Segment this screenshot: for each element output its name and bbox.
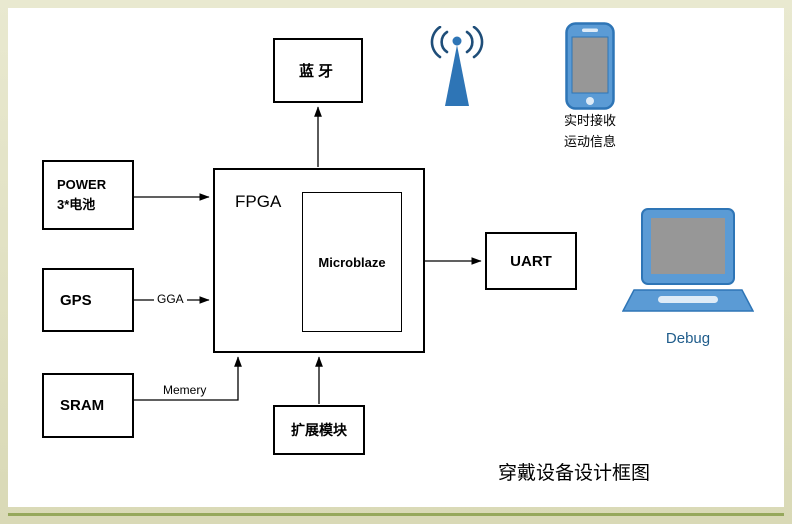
node-bluetooth: 蓝牙	[273, 38, 363, 103]
edge-label-gga: GGA	[154, 292, 187, 306]
uart-label: UART	[510, 252, 552, 270]
node-microblaze: Microblaze	[302, 192, 402, 332]
power-label-line1: POWER	[57, 176, 107, 192]
sram-label: SRAM	[60, 397, 105, 414]
laptop-icon	[622, 208, 754, 312]
debug-label: Debug	[665, 330, 711, 347]
fpga-label: FPGA	[235, 192, 282, 211]
smartphone-icon	[565, 22, 615, 110]
node-sram: SRAM	[42, 373, 134, 438]
node-gps: GPS	[42, 268, 134, 332]
expansion-label: 扩展模块	[291, 422, 347, 438]
bottom-accent-line	[8, 513, 784, 516]
diagram-canvas: 蓝牙 POWER 3*电池 GPS SRAM FPGA Microblaze U…	[8, 8, 784, 507]
edge-label-memory: Memery	[160, 383, 210, 397]
bluetooth-label: 蓝牙	[298, 63, 337, 80]
antenna-icon	[430, 26, 484, 106]
phone-caption-line1: 实时接收	[563, 113, 616, 128]
phone-caption: 实时接收 运动信息	[554, 110, 626, 153]
microblaze-label: Microblaze	[318, 254, 386, 270]
gps-label: GPS	[60, 291, 92, 309]
node-uart: UART	[485, 232, 577, 290]
power-label-line2: 3*电池	[57, 197, 96, 212]
node-power: POWER 3*电池	[42, 160, 134, 230]
node-expansion: 扩展模块	[273, 405, 365, 455]
node-fpga: FPGA Microblaze	[213, 168, 425, 353]
phone-caption-line2: 运动信息	[563, 134, 616, 150]
diagram-title: 穿戴设备设计框图	[498, 463, 651, 484]
